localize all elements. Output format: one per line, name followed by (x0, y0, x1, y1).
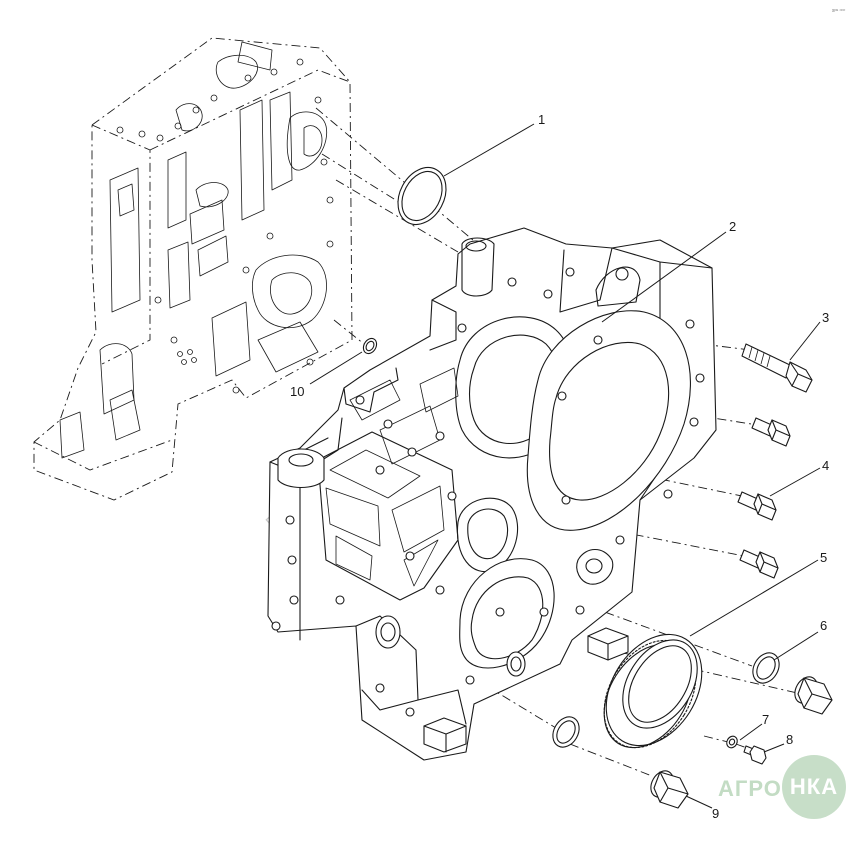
crankshaft-seal-5 (603, 633, 703, 749)
callout-10: 10 (290, 384, 304, 399)
callout-labels: 1 2 3 4 5 6 7 8 9 10 (290, 112, 829, 821)
short-bolt-lower (739, 549, 779, 579)
callout-8: 8 (786, 732, 793, 747)
logo-circle: НКА (782, 755, 846, 819)
logo-circle-text: НКА (789, 774, 839, 799)
callout-5: 5 (820, 550, 827, 565)
callout-1: 1 (538, 112, 545, 127)
corner-mark: sᵖᵉ ᵒᵒᵒ (832, 8, 845, 14)
o-ring-1 (397, 167, 447, 225)
logo-left-text: АГРО (718, 776, 782, 801)
callout-3: 3 (822, 310, 829, 325)
callout-9: 9 (712, 806, 719, 821)
engine-block (33, 37, 353, 501)
callout-4: 4 (822, 458, 829, 473)
brand-logo: АГРО НКА (718, 752, 848, 824)
seal-ring-10 (362, 337, 378, 355)
small-screw-8 (743, 745, 767, 765)
housing-bolt-holes (271, 267, 705, 717)
plug-9 (650, 770, 689, 809)
plug-6 (794, 676, 833, 715)
short-bolt-upper (751, 417, 791, 447)
callout-6: 6 (820, 618, 827, 633)
sealing-washer-lower (552, 716, 580, 748)
callout-2: 2 (729, 219, 736, 234)
callout-leaders (309, 123, 821, 809)
sealing-washer-6 (752, 652, 780, 684)
small-washer-7 (726, 735, 738, 749)
timing-gear-housing (267, 227, 717, 761)
long-bolt-3 (741, 343, 813, 393)
callout-7: 7 (762, 712, 769, 727)
short-bolt-4 (737, 491, 777, 521)
